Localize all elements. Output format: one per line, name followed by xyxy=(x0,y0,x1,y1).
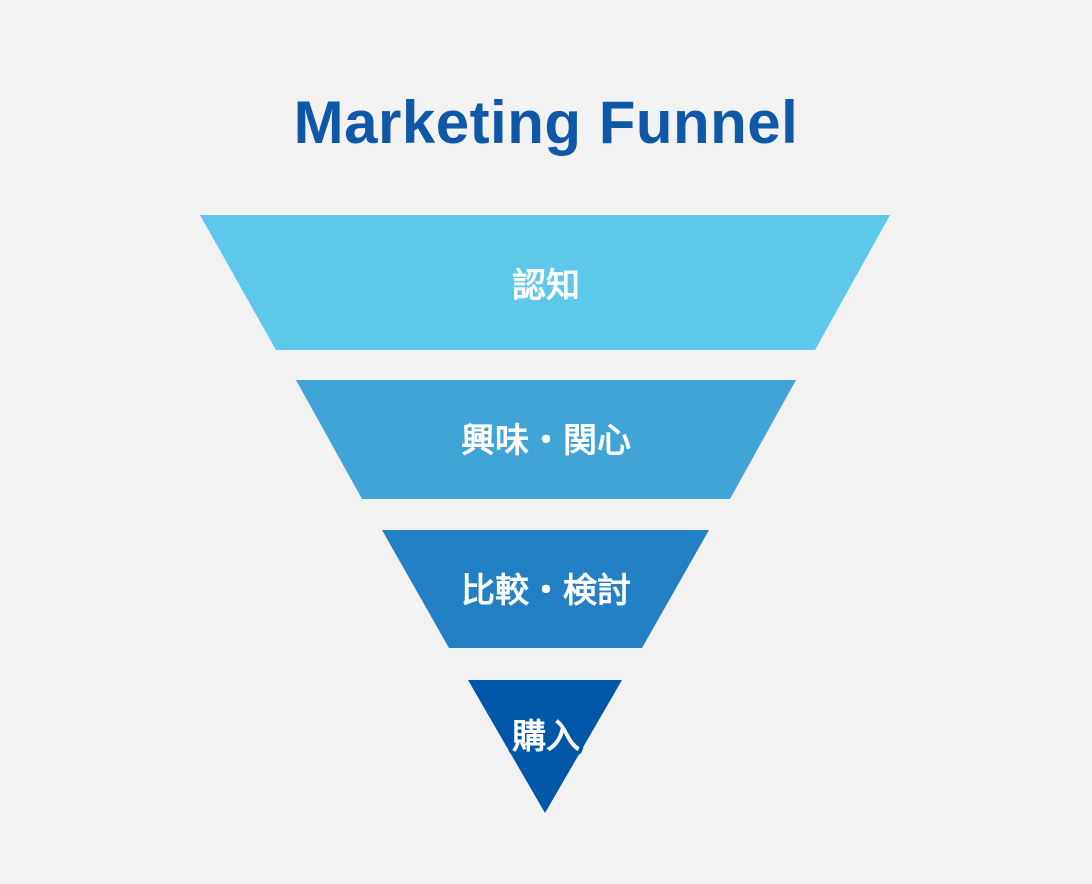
stage-label-consideration: 比較・検討 xyxy=(461,571,631,611)
diagram-title: Marketing Funnel xyxy=(293,89,799,156)
funnel-stage-purchase xyxy=(468,680,622,813)
stage-label-purchase: 購入 xyxy=(512,717,580,757)
stage-label-interest: 興味・関心 xyxy=(461,421,631,461)
funnel-stage-interest xyxy=(296,380,796,499)
funnel-stage-awareness xyxy=(200,215,890,350)
stage-label-awareness: 認知 xyxy=(512,266,580,306)
funnel-stage-consideration xyxy=(382,530,709,648)
